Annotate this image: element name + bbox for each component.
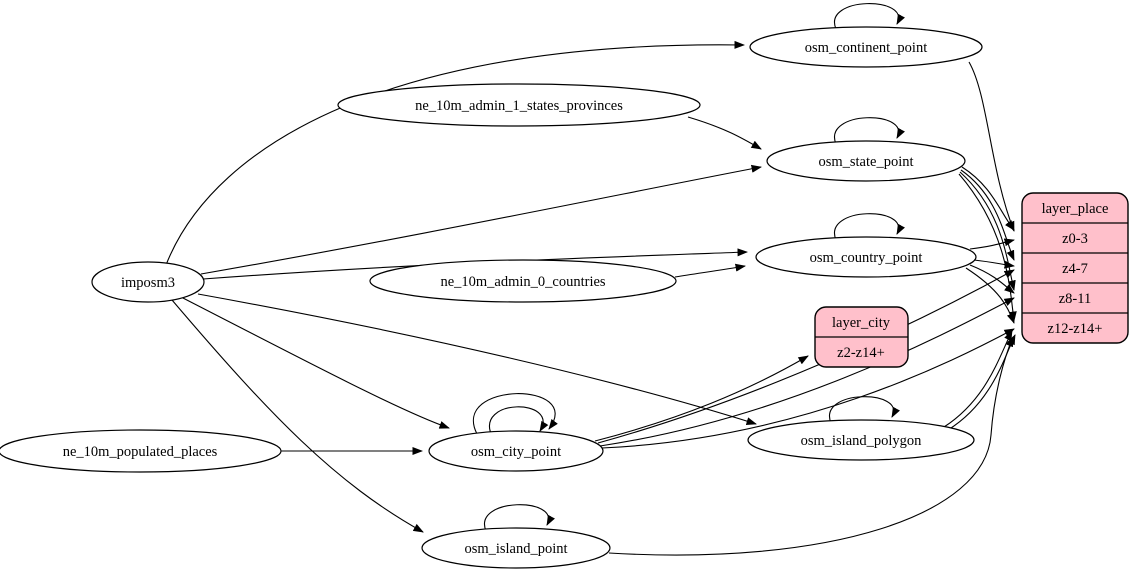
edge-ne_10m_admin_1_states_provinces-osm_state_point [687, 116, 762, 150]
node-ne_10m_admin_0_countries: ne_10m_admin_0_countries [369, 259, 677, 303]
node-shape-osm_island_polygon [747, 419, 975, 461]
node-shape-osm_continent_point [749, 26, 983, 68]
node-osm_island_point: osm_island_point [421, 527, 611, 569]
node-label-osm_continent_point: osm_continent_point [805, 40, 927, 56]
selfloop-osm_state_point [833, 117, 905, 145]
edge-imposm3-osm_island_point [171, 299, 424, 533]
edge-imposm3-osm_city_point [180, 296, 450, 429]
node-imposm3: imposm3 [91, 261, 205, 303]
edge-osm_state_point-layer_place-z0-3 [961, 166, 1015, 231]
record-row-layer_place-z0-3: z0-3 [1062, 231, 1088, 247]
record-row-layer_city-z2-z14: z2-z14+ [837, 345, 885, 361]
node-shape-osm_state_point [766, 140, 966, 182]
node-osm_island_polygon: osm_island_polygon [747, 419, 975, 461]
node-label-osm_state_point: osm_state_point [818, 154, 913, 170]
record-shape-layer_place [1021, 192, 1129, 344]
node-osm_city_point: osm_city_point [428, 430, 604, 472]
node-osm_continent_point: osm_continent_point [749, 26, 983, 68]
node-label-ne_10m_admin_1_states_provinces: ne_10m_admin_1_states_provinces [415, 98, 623, 114]
edge-osm_country_point-layer_place-z4-7 [973, 259, 1015, 269]
node-shape-imposm3 [91, 261, 205, 303]
edge-osm_island_point-layer_place-z12-z14 [608, 336, 1014, 556]
node-shape-ne_10m_populated_places [0, 429, 282, 473]
record-row-layer_place-z8-11: z8-11 [1059, 291, 1091, 307]
node-label-ne_10m_populated_places: ne_10m_populated_places [63, 444, 218, 460]
selfloop-osm_island_point [483, 504, 555, 532]
edge-osm_country_point-layer_place-z0-3 [969, 238, 1015, 250]
node-shape-osm_city_point [428, 430, 604, 472]
node-ne_10m_populated_places: ne_10m_populated_places [0, 429, 282, 473]
selfloop-inner-osm_city_point [489, 406, 549, 437]
node-label-imposm3: imposm3 [121, 275, 175, 291]
node-shape-ne_10m_admin_1_states_provinces [337, 83, 701, 127]
edge-osm_continent_point-layer_place-z0-3 [968, 61, 1015, 232]
record-title-layer_city: layer_city [832, 315, 891, 331]
edge-osm_state_point-layer_place-z12-z14 [958, 173, 1017, 322]
node-osm_state_point: osm_state_point [766, 140, 966, 182]
selfloop-osm_island_polygon [828, 396, 900, 424]
node-shape-ne_10m_admin_0_countries [369, 259, 677, 303]
edge-imposm3-osm_state_point [200, 164, 762, 275]
record-row-layer_place-z4-7: z4-7 [1062, 261, 1088, 277]
node-ne_10m_admin_1_states_provinces: ne_10m_admin_1_states_provinces [337, 83, 701, 127]
node-label-osm_island_polygon: osm_island_polygon [801, 433, 923, 449]
edge-osm_state_point-layer_place-z8-11 [959, 171, 1016, 291]
record-layer_city: layer_city z2-z14+ [814, 306, 909, 368]
edge-osm_island_polygon-layer_place-z12-z14-a [943, 330, 1013, 428]
edge-osm_country_point-layer_place-z8-11 [969, 264, 1015, 294]
edge-osm_country_point-layer_place-z12-z14 [965, 267, 1015, 324]
selfloop-osm_continent_point [833, 3, 905, 30]
edge-imposm3-osm_island_polygon [197, 293, 757, 425]
record-title-layer_place: layer_place [1042, 201, 1109, 217]
edge-osm_state_point-layer_place-z4-7 [960, 169, 1015, 261]
node-osm_country_point: osm_country_point [755, 236, 977, 278]
edge-osm_city_point-layer_place-z12-z14 [601, 328, 1015, 449]
record-layer_place: layer_place z0-3 z4-7 z8-11 z12-z14+ [1021, 192, 1129, 344]
node-label-osm_city_point: osm_city_point [471, 444, 561, 460]
edge-osm_city_point-layer_city [594, 355, 809, 442]
node-label-ne_10m_admin_0_countries: ne_10m_admin_0_countries [440, 274, 605, 290]
edge-osm_city_point-layer_place-z8-11 [599, 297, 1015, 447]
node-shape-osm_country_point [755, 236, 977, 278]
edge-imposm3-osm_continent_point [165, 40, 745, 266]
node-label-osm_island_point: osm_island_point [464, 541, 567, 557]
node-label-osm_country_point: osm_country_point [810, 250, 923, 266]
selfloop-osm_country_point [833, 213, 905, 241]
edge-osm_city_point-layer_place-z4-7 [597, 269, 1015, 444]
edge-ne_10m_admin_0_countries-osm_country_point [674, 263, 746, 278]
record-row-layer_place-z12-z14: z12-z14+ [1048, 321, 1103, 337]
edges [165, 3, 1017, 556]
selfloop-outer-osm_city_point [473, 393, 558, 435]
node-shape-osm_island_point [421, 527, 611, 569]
